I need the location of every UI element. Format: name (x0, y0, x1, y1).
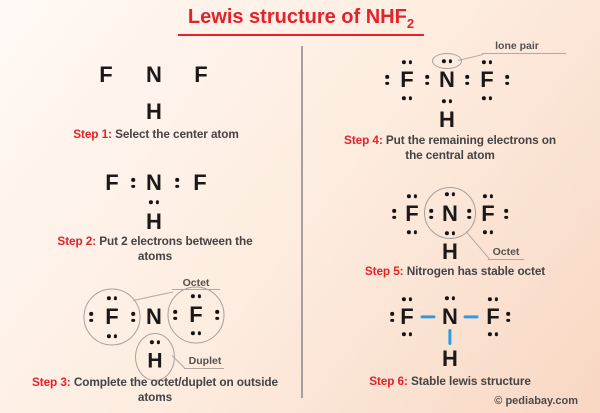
duplet-label: Duplet (188, 355, 222, 367)
atom-f: F (193, 170, 207, 195)
lone-pair-dots (483, 230, 493, 234)
octet-circle-right-f (167, 286, 225, 344)
bond-electron-pair (149, 200, 159, 204)
atom-n: N (442, 201, 458, 226)
lone-pair-dots (385, 75, 389, 85)
lone-pair-dots (445, 296, 455, 300)
lone-pair-dots (107, 296, 117, 300)
leader-line (465, 231, 490, 260)
atom-h: H (146, 99, 162, 124)
octet-circle-n (424, 187, 476, 239)
atom-h: H (439, 107, 455, 132)
octet-label: Octet (182, 277, 210, 289)
lone-pair-dots (482, 96, 492, 100)
lone-pair-dots (402, 96, 412, 100)
lone-pair-dots (390, 312, 394, 322)
lone-pair-label: lone pair (495, 40, 539, 52)
step1-label: Step 1: (73, 127, 112, 141)
step6-caption: Step 6: Stable lewis structure (369, 374, 531, 388)
watermark-credit: © pediabay.com (494, 395, 578, 407)
bond-electron-pair (173, 310, 177, 320)
lone-pair-dots (505, 75, 509, 85)
step6-label: Step 6: (369, 374, 408, 388)
atom-n: N (439, 67, 455, 92)
lone-pair-dots (483, 194, 493, 198)
lone-pair-dots (482, 60, 492, 64)
step5-caption: Step 5: Nitrogen has stable octet (364, 264, 546, 278)
step4-label: Step 4: (344, 133, 383, 147)
atom-f: F (400, 304, 414, 329)
title-subscript: 2 (406, 16, 415, 31)
label-underline (184, 368, 224, 370)
lone-pair-dots (107, 334, 117, 338)
atom-f: F (189, 302, 203, 327)
atom-h: H (442, 346, 458, 371)
atom-n: N (146, 304, 162, 329)
label-underline (482, 53, 566, 55)
single-bond (420, 315, 436, 319)
label-underline (172, 289, 220, 291)
lone-pair-dots (407, 194, 417, 198)
step2-label: Step 2: (57, 234, 97, 248)
leader-line (132, 291, 174, 302)
atom-n: N (146, 62, 162, 87)
atom-f: F (486, 304, 500, 329)
octet-label: Octet (492, 246, 520, 258)
step3-caption: Step 3: Complete the octet/duplet on out… (32, 375, 278, 405)
bond-electron-pair (465, 75, 469, 85)
lone-pair-dots (445, 192, 455, 196)
bond-electron-pair (425, 75, 429, 85)
step5-label: Step 5: (364, 264, 404, 278)
atom-h: H (147, 349, 163, 373)
lone-pair-dots (407, 230, 417, 234)
atom-h: H (442, 239, 458, 264)
step1-caption: Step 1: Select the center atom (73, 127, 239, 141)
octet-circle-left-f (83, 288, 141, 346)
lone-pair-dots (402, 297, 412, 301)
leader-line (457, 53, 484, 62)
lone-pair-dots (191, 294, 201, 298)
label-underline (488, 259, 524, 261)
single-bond (448, 329, 452, 345)
bond-electron-pair (131, 178, 135, 188)
lone-pair-dots (402, 332, 412, 336)
bond-electron-pair (445, 231, 455, 235)
lone-pair-dots (89, 312, 93, 322)
step3-label: Step 3: (32, 375, 71, 389)
lone-pair-dots (488, 332, 498, 336)
bond-electron-pair (150, 340, 160, 344)
lone-pair-dots (215, 310, 219, 320)
atom-f: F (105, 170, 119, 195)
lone-pair-dots (402, 60, 412, 64)
bond-electron-pair (131, 312, 135, 322)
atom-f: F (480, 67, 494, 92)
lone-pair-dots (392, 209, 396, 219)
step4-caption: Step 4: Put the remaining electrons on t… (344, 133, 556, 163)
lone-pair-oval (432, 53, 462, 69)
step2-caption: Step 2: Put 2 electrons between the atom… (57, 234, 253, 264)
atom-f: F (405, 201, 419, 226)
atom-n: N (146, 170, 162, 195)
atom-f: F (481, 201, 495, 226)
atom-h: H (146, 209, 162, 234)
lone-pair-dots (506, 312, 510, 322)
lone-pair-dots (191, 331, 201, 335)
atom-f: F (194, 62, 208, 87)
atom-f: F (99, 62, 113, 87)
bond-electron-pair (442, 99, 452, 103)
atom-n: N (442, 304, 458, 329)
atom-f: F (105, 304, 119, 329)
bond-electron-pair (429, 209, 433, 219)
lone-pair-dots (488, 297, 498, 301)
bond-electron-pair (175, 178, 179, 188)
column-divider-line (301, 46, 303, 398)
single-bond (463, 315, 479, 319)
atom-f: F (400, 67, 414, 92)
page-title: Lewis structure of NHF2 (177, 6, 425, 36)
bond-electron-pair (467, 209, 471, 219)
lone-pair-dots (504, 209, 508, 219)
